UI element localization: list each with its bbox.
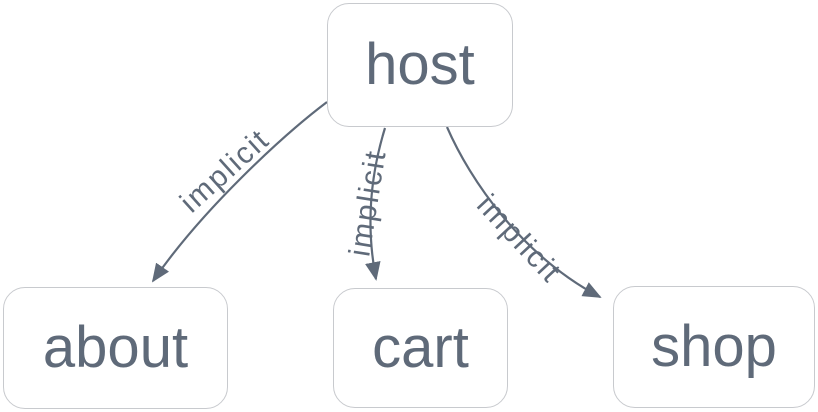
edge-host-shop — [445, 126, 602, 298]
node-cart-label: cart — [372, 315, 469, 380]
node-about-label: about — [42, 315, 189, 380]
edge-label-host-about: implicit — [174, 123, 276, 220]
node-shop-label: shop — [651, 314, 777, 379]
node-about: about — [3, 287, 228, 409]
node-shop: shop — [613, 286, 815, 408]
edge-label-host-shop: implicit — [470, 188, 568, 289]
node-host: host — [327, 3, 513, 127]
edge-host-cart — [365, 127, 387, 281]
edge-host-about — [151, 101, 328, 283]
edge-label-host-cart: implicit — [343, 147, 392, 259]
node-host-label: host — [365, 32, 475, 97]
node-cart: cart — [333, 288, 508, 408]
